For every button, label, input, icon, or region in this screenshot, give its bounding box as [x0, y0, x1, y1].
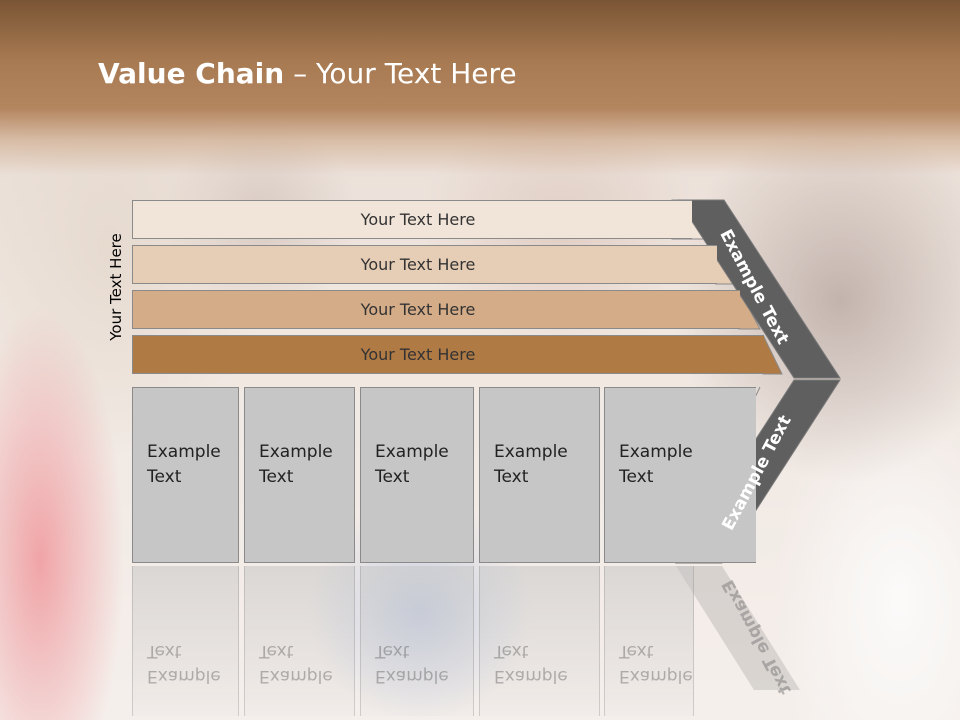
header-band	[0, 0, 960, 175]
activity-box-2-text: Example Text	[259, 442, 333, 487]
activity-box-5: Example Text	[604, 387, 756, 563]
activity-box-1-text: Example Text	[147, 442, 221, 487]
activity-box-5-reflection-text: Example Text	[619, 641, 693, 686]
band-3-label: Your Text Here	[360, 300, 476, 319]
band-1: Your Text Here	[132, 200, 692, 239]
activity-box-1-reflection-text: Example Text	[147, 641, 221, 686]
activity-box-5-text: Example Text	[619, 442, 693, 487]
band-4-label: Your Text Here	[360, 345, 476, 364]
activity-box-3-text: Example Text	[375, 442, 449, 487]
band-1-label: Your Text Here	[360, 210, 476, 229]
activity-box-1: Example Text	[132, 387, 239, 563]
activity-box-2: Example Text	[244, 387, 355, 563]
band-2-label: Your Text Here	[360, 255, 476, 274]
band-3: Your Text Here	[132, 290, 740, 329]
activity-box-4-reflection-text: Example Text	[494, 641, 568, 686]
title-bold: Value Chain	[98, 57, 285, 90]
activity-box-4-reflection: Example Text	[479, 566, 600, 716]
slide-title: Value Chain – Your Text Here	[98, 54, 517, 94]
activity-box-5-reflection: Example Text	[604, 566, 694, 716]
activity-box-3-reflection-text: Example Text	[375, 641, 449, 686]
activity-box-4: Example Text	[479, 387, 600, 563]
activity-box-2-reflection: Example Text	[244, 566, 355, 716]
activity-box-4-text: Example Text	[494, 442, 568, 487]
activity-box-3-reflection: Example Text	[360, 566, 474, 716]
title-rest: – Your Text Here	[284, 57, 517, 90]
band-2: Your Text Here	[132, 245, 717, 284]
activity-box-2-reflection-text: Example Text	[259, 641, 333, 686]
activity-box-1-reflection: Example Text	[132, 566, 239, 716]
band-4: Your Text Here	[132, 335, 764, 374]
activity-box-3: Example Text	[360, 387, 474, 563]
vertical-axis-label: Your Text Here	[107, 233, 125, 341]
